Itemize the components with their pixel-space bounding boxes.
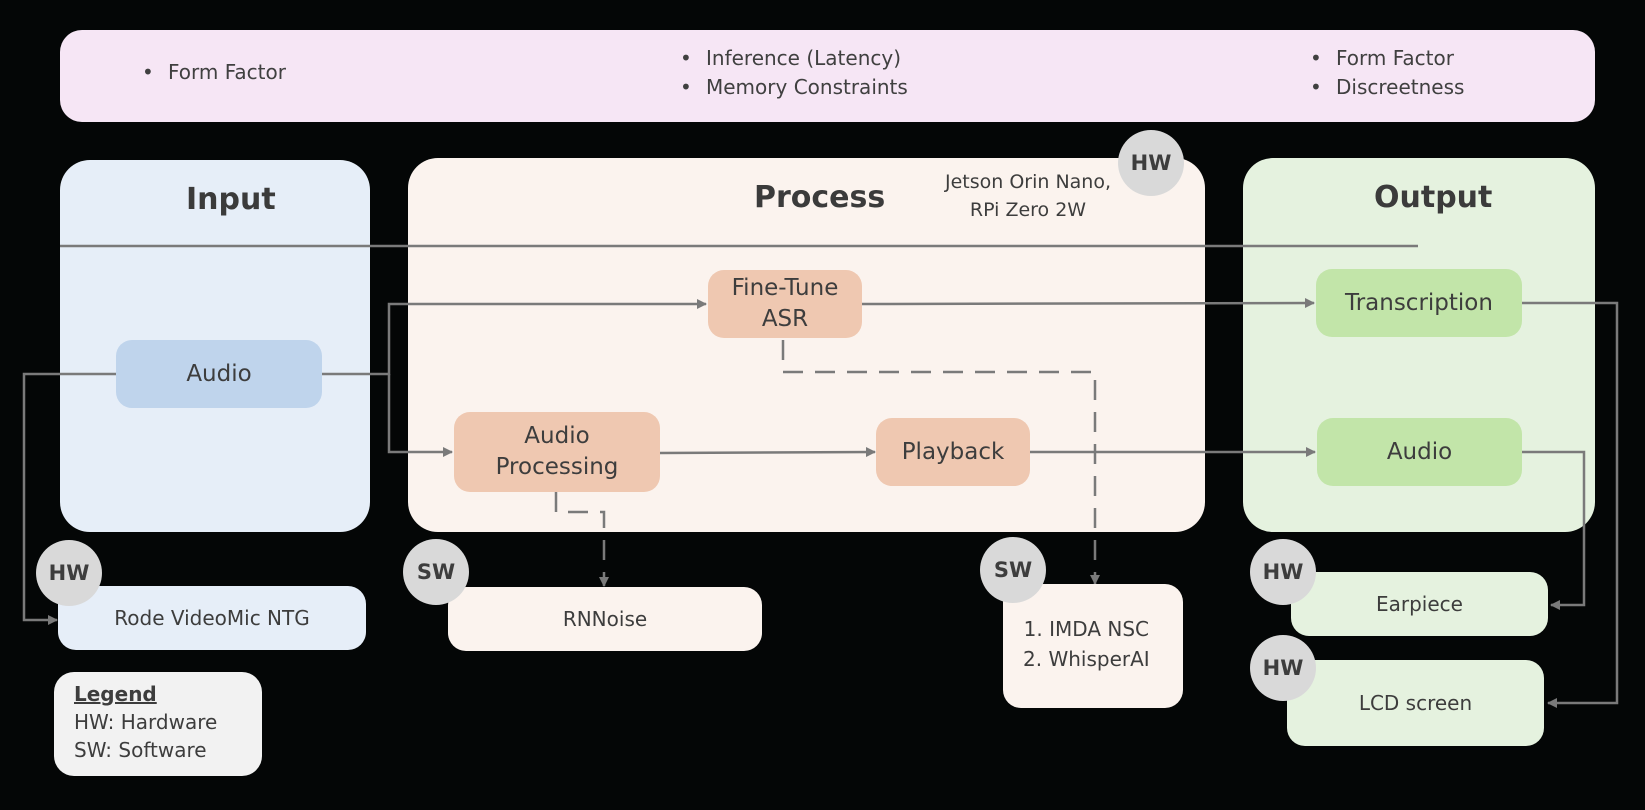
hw-badge: HW <box>36 540 102 606</box>
connector-audio-to-earpiece <box>1522 450 1586 610</box>
node-label: Fine-Tune <box>731 275 839 301</box>
constraint-item: Form Factor <box>142 58 286 87</box>
constraints-banner: Form Factor Inference (Latency) Memory C… <box>60 30 1595 122</box>
input-constraints-list: Form Factor <box>142 58 286 87</box>
output-audio-node[interactable]: Audio <box>1317 418 1522 486</box>
node-label: Playback <box>901 438 1005 465</box>
process-hardware-note: Jetson Orin Nano, RPi Zero 2W <box>928 168 1128 224</box>
node-label: ASR <box>761 306 809 332</box>
microphone-component[interactable]: Rode VideoMic NTG <box>58 586 366 650</box>
rnnoise-component[interactable]: RNNoise <box>448 587 762 651</box>
legend-title: Legend <box>74 682 157 706</box>
process-constraints-list: Inference (Latency) Memory Constraints <box>680 44 908 102</box>
connector-audio-to-asr <box>322 299 707 376</box>
hw-badge: HW <box>1250 635 1316 701</box>
constraint-item: Memory Constraints <box>680 73 908 102</box>
model-list-item: 2. WhisperAI <box>1023 647 1150 671</box>
output-constraints-list: Form Factor Discreetness <box>1310 44 1464 102</box>
constraint-item: Inference (Latency) <box>680 44 908 73</box>
hw-badge: HW <box>1250 539 1316 605</box>
legend-entry: HW: Hardware <box>74 710 218 734</box>
audio-processing-node[interactable]: Audio Processing <box>454 412 660 492</box>
dashed-connector-processing-to-rnnoise <box>554 492 609 587</box>
model-list-item: 1. IMDA NSC <box>1023 617 1149 641</box>
earpiece-component[interactable]: Earpiece <box>1291 572 1548 636</box>
component-label: Rode VideoMic NTG <box>114 606 310 630</box>
output-panel-title: Output <box>1374 180 1493 215</box>
sw-badge: SW <box>403 539 469 605</box>
playback-node[interactable]: Playback <box>876 418 1030 486</box>
node-label: Audio <box>524 423 590 449</box>
connector-asr-to-transcription <box>861 298 1315 309</box>
connector-processing-to-playback <box>659 447 876 458</box>
connector-audio-to-processing <box>387 374 453 457</box>
hw-badge: HW <box>1118 130 1184 196</box>
asr-models-component[interactable]: 1. IMDA NSC 2. WhisperAI <box>1003 584 1183 708</box>
process-panel-title: Process <box>754 180 886 215</box>
node-label: Processing <box>495 454 619 480</box>
node-label: Transcription <box>1345 289 1493 316</box>
hardware-note-line: RPi Zero 2W <box>969 199 1087 221</box>
hardware-note-line: Jetson Orin Nano, <box>944 171 1112 193</box>
legend: Legend HW: Hardware SW: Software <box>54 672 262 776</box>
dashed-connector-asr-to-models <box>781 340 1100 585</box>
legend-entry: SW: Software <box>74 738 207 762</box>
component-label: Earpiece <box>1376 592 1463 616</box>
constraint-item: Form Factor <box>1310 44 1464 73</box>
constraint-item: Discreetness <box>1310 73 1464 102</box>
connector-transcription-to-lcd <box>1522 301 1619 708</box>
lcd-component[interactable]: LCD screen <box>1287 660 1544 746</box>
node-label: Audio <box>1386 438 1453 465</box>
component-label: LCD screen <box>1358 691 1473 715</box>
input-panel-title: Input <box>186 182 276 217</box>
input-audio-node[interactable]: Audio <box>116 340 322 408</box>
fine-tune-asr-node[interactable]: Fine-Tune ASR <box>708 270 862 338</box>
node-label: Audio <box>186 360 252 387</box>
component-label: RNNoise <box>562 607 648 631</box>
connector-audio-to-mic <box>22 372 116 625</box>
transcription-node[interactable]: Transcription <box>1316 269 1522 337</box>
sw-badge: SW <box>980 537 1046 603</box>
